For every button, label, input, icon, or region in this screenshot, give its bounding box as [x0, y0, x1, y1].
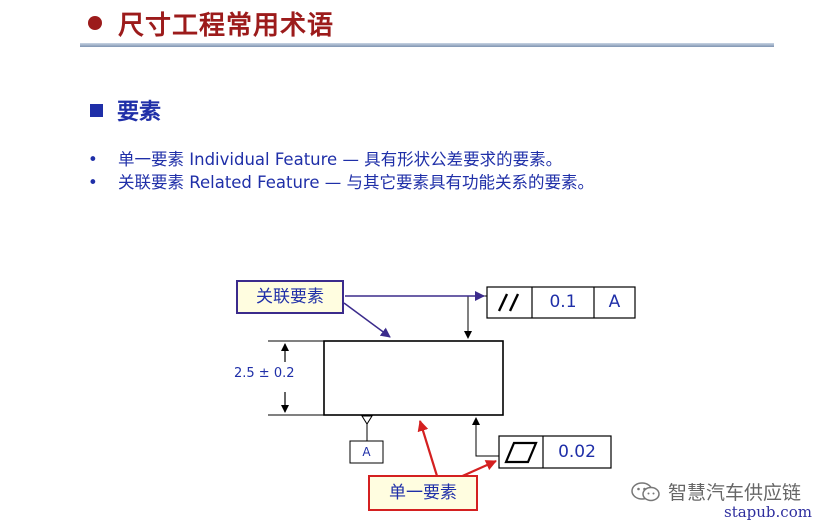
bullet-marker: • [88, 150, 98, 169]
watermark-channel-name: 智慧汽车供应链 [668, 482, 802, 504]
individual-feature-label: 单一要素 [368, 475, 478, 511]
parallelism-leader [464, 295, 487, 339]
bullet-marker: • [88, 173, 98, 192]
flatness-icon [504, 441, 538, 464]
watermark-site: stapub.com [724, 503, 812, 521]
definition-individual: 单一要素 Individual Feature — 具有形状公差要求的要素。 [118, 150, 563, 169]
definition-related: 关联要素 Related Feature — 与其它要素具有功能关系的要素。 [118, 173, 594, 192]
parallelism-datum: A [608, 292, 621, 312]
title-divider [80, 43, 774, 47]
definition-list: • 单一要素 Individual Feature — 具有形状公差要求的要素。… [88, 148, 594, 194]
watermark-channel: 智慧汽车供应链 [630, 478, 801, 505]
page-title: 尺寸工程常用术语 [118, 10, 335, 41]
parallelism-frame [486, 286, 636, 319]
list-item: • 单一要素 Individual Feature — 具有形状公差要求的要素。 [88, 148, 594, 171]
parallelism-icon [497, 293, 520, 312]
wechat-icon [631, 481, 660, 501]
datum-letter: A [362, 445, 371, 459]
part-rectangle [323, 340, 504, 416]
parallelism-tolerance: 0.1 [549, 292, 577, 312]
list-item: • 关联要素 Related Feature — 与其它要素具有功能关系的要素。 [88, 171, 594, 194]
individual-arrow-to-surface [417, 420, 439, 477]
section-heading: 要素 [90, 94, 161, 126]
title-row: 尺寸工程常用术语 [88, 6, 335, 41]
flatness-tolerance: 0.02 [558, 442, 596, 462]
related-feature-label: 关联要素 [236, 280, 344, 314]
size-dimension: 2.5 ± 0.2 [234, 366, 295, 381]
related-arrow-to-surface [343, 302, 391, 338]
title-bullet-icon [88, 16, 102, 30]
section-title: 要素 [117, 100, 162, 125]
flatness-leader [472, 417, 499, 457]
datum-box [349, 440, 384, 464]
square-bullet-icon [90, 103, 103, 117]
datum-triangle-icon [361, 415, 373, 425]
